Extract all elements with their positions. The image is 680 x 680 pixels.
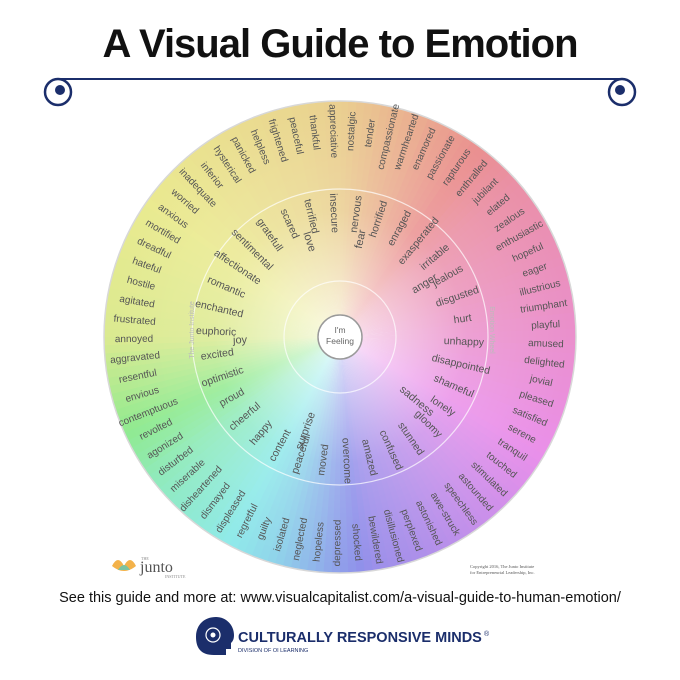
wheel-ring-line [191, 188, 489, 486]
brand-tagline: DIVISION OF OI LEARNING [238, 648, 308, 654]
middle-emotion-label: hurt [453, 312, 473, 326]
core-emotion-label: fear [353, 228, 369, 249]
copyright-line1: Copyright 2016, The Junto Institute [470, 564, 534, 570]
outer-emotion-label: frustrated [113, 314, 156, 328]
brand-name: CULTURALLY RESPONSIVE MINDS [238, 630, 482, 646]
outer-emotion-label: depressed [332, 520, 344, 567]
outer-emotion-label: appreciative [326, 104, 339, 159]
title-scroll-ornament [43, 77, 637, 107]
middle-emotion-label: nervous [348, 195, 365, 234]
brand-logo: CULTURALLY RESPONSIVE MINDS ® DIVISION O… [196, 617, 490, 655]
ring-side-label-right: Emotion Wheel [488, 306, 495, 354]
center-hub: I'm Feeling [317, 314, 363, 360]
core-emotion-label: joy [232, 334, 248, 347]
outer-emotion-label: nostalgic [345, 111, 358, 151]
middle-emotion-label: euphoric [196, 325, 237, 339]
outer-emotion-label: amused [528, 338, 564, 350]
junto-logo-text: junto [139, 559, 173, 576]
junto-logo: THE junto INSTITUTE [112, 556, 186, 579]
center-label-line2: Feeling [326, 336, 354, 346]
page-title: A Visual Guide to Emotion [102, 22, 578, 66]
center-label-line1: I'm [334, 325, 345, 335]
wheel-ring-line [283, 280, 397, 394]
outer-emotion-label: annoyed [115, 334, 153, 345]
brand-registered: ® [484, 630, 490, 638]
outer-emotion-label: hopeless [312, 521, 327, 562]
middle-emotion-label: overcome [339, 437, 353, 484]
wheel-ring-line [103, 100, 577, 574]
core-emotion-label: love [300, 230, 318, 253]
outer-emotion-label: jovial [528, 373, 554, 389]
outer-emotion-label: delighted [524, 355, 566, 371]
copyright-line2: for Entrepreneurial Leadership, Inc. [470, 570, 535, 576]
middle-emotion-label: excited [200, 346, 235, 363]
outer-emotion-label: shocked [349, 523, 363, 561]
junto-logo-superscript: THE [141, 556, 149, 561]
ring-side-label-left: The Junto Institute [189, 301, 196, 359]
outer-emotion-label: aggravated [110, 350, 161, 366]
middle-emotion-label: insecure [327, 193, 341, 233]
middle-emotion-label: unhappy [444, 335, 485, 349]
outer-emotion-label: playful [531, 319, 560, 332]
wheel-rings [103, 100, 577, 574]
lotus-icon [112, 560, 136, 571]
source-url-text: See this guide and more at: www.visualca… [59, 590, 621, 606]
junto-logo-subscript: INSTITUTE [165, 574, 186, 579]
middle-emotion-label: moved [315, 443, 331, 476]
outer-emotion-label: thankful [306, 115, 321, 151]
outer-emotion-label: tender [363, 118, 378, 148]
